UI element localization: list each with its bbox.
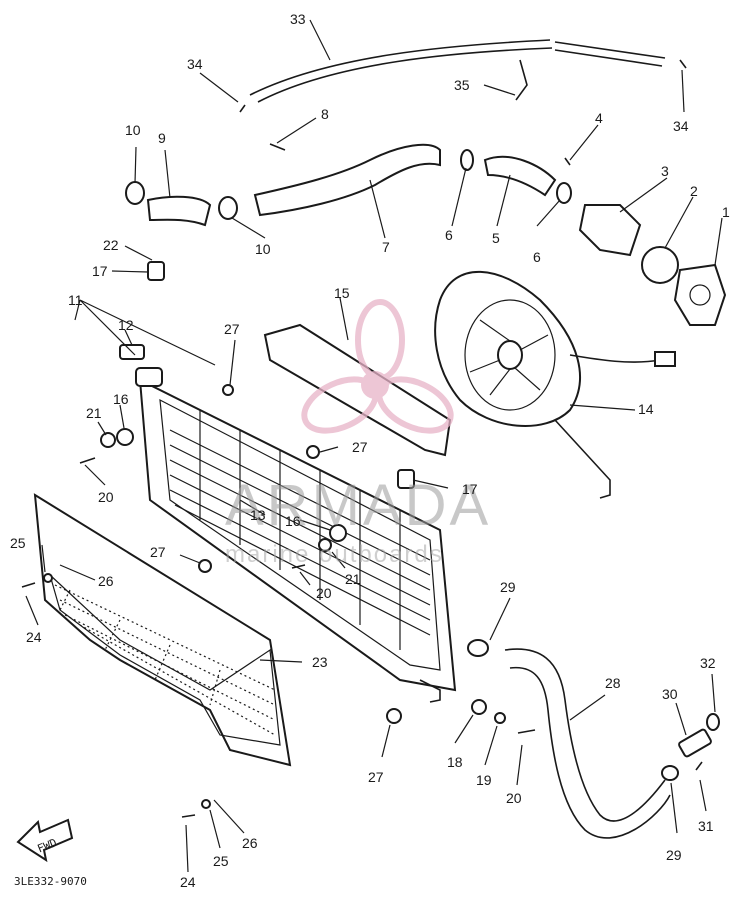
label-28: 28 [605,675,621,691]
label-26: 26 [98,573,114,589]
part-labels: 1 2 3 4 5 6 6 7 8 9 10 10 11 12 13 14 15… [10,11,730,890]
radiator-assembly [135,367,457,703]
label-32: 32 [700,655,716,671]
label-35: 35 [454,77,470,93]
label-24: 24 [26,629,42,645]
label-6: 6 [533,249,541,265]
label-26: 26 [242,835,258,851]
label-14: 14 [638,401,654,417]
label-9: 9 [158,130,166,146]
label-3: 3 [661,163,669,179]
propeller-blade [355,299,405,381]
label-10: 10 [125,122,141,138]
label-20: 20 [506,790,522,806]
label-2: 2 [690,183,698,199]
label-27: 27 [352,439,368,455]
label-25: 25 [10,535,26,551]
label-13: 13 [250,507,266,523]
label-29: 29 [666,847,682,863]
hoses [146,39,671,839]
propeller-hub [361,371,389,399]
watermark: ARMADA marine outboards [225,299,491,568]
label-34: 34 [673,118,689,134]
propeller-logo [301,299,454,434]
label-31: 31 [698,818,714,834]
label-24: 24 [180,874,196,890]
label-29: 29 [500,579,516,595]
radiator-guard [33,493,292,767]
label-18: 18 [447,754,463,770]
watermark-subtitle: marine outboards [225,541,444,568]
label-27: 27 [368,769,384,785]
label-5: 5 [492,230,500,246]
label-33: 33 [290,11,306,27]
fan-shroud [434,270,676,499]
label-20: 20 [98,489,114,505]
label-22: 22 [103,237,119,253]
watermark-brand: ARMADA [225,473,491,538]
label-34: 34 [187,56,203,72]
label-19: 19 [476,772,492,788]
label-27: 27 [150,544,166,560]
label-23: 23 [312,654,328,670]
label-27: 27 [224,321,240,337]
label-1: 1 [722,204,730,220]
leader-lines [25,19,723,873]
label-20: 20 [316,585,332,601]
label-25: 25 [213,853,229,869]
label-7: 7 [382,239,390,255]
front-direction-arrow: FWD [16,818,74,863]
label-8: 8 [321,106,329,122]
clamps-and-fasteners [21,59,720,818]
label-15: 15 [334,285,350,301]
label-17: 17 [92,263,108,279]
diagram-code: 3LE332-9070 [14,875,87,888]
label-11: 11 [68,292,83,308]
label-16: 16 [285,513,301,529]
label-30: 30 [662,686,678,702]
label-6: 6 [445,227,453,243]
label-12: 12 [118,317,134,333]
label-4: 4 [595,110,603,126]
thermostat-assembly [578,204,727,326]
label-10: 10 [255,241,271,257]
label-21: 21 [345,571,361,587]
label-21: 21 [86,405,102,421]
label-17: 17 [462,481,478,497]
label-16: 16 [113,391,129,407]
